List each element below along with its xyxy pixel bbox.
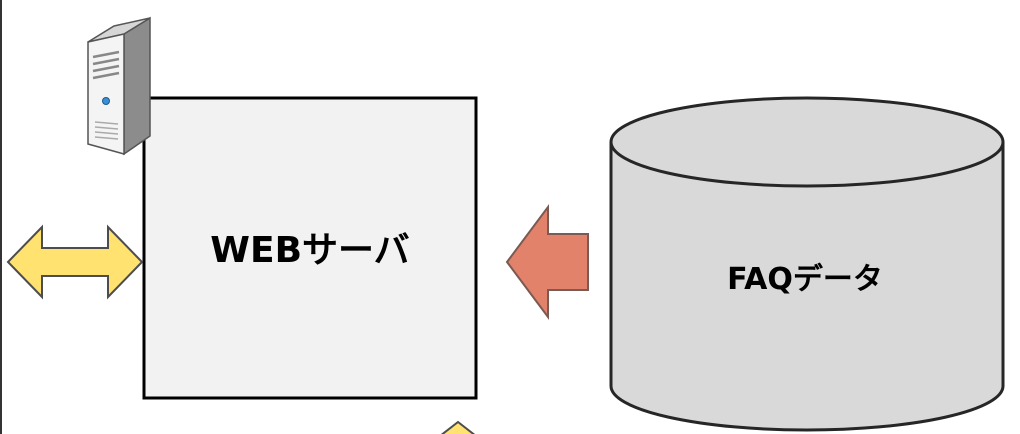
web-server-node: WEBサーバ [142,96,478,400]
database-cylinder-body [609,142,1005,432]
server-tower-icon [87,16,151,156]
bottom-arrow-tip [440,420,476,434]
web-server-box [142,96,478,400]
database-cylinder-top [609,96,1005,188]
data-flow-arrow [505,203,589,321]
database-label: FAQデータ [727,262,883,297]
web-server-label: WEBサーバ [210,230,409,271]
faq-database-node: FAQデータ [609,96,1005,432]
bidirectional-arrow [6,224,144,300]
